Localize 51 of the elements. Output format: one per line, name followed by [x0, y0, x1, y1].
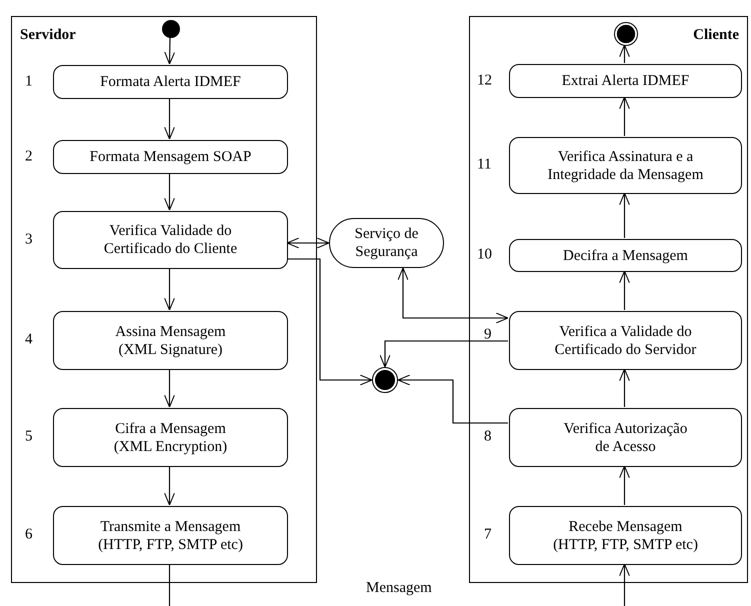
arrow	[164, 173, 175, 210]
activity-box: Cifra a Mensagem (XML Encryption)	[53, 408, 288, 467]
activity-box: Assina Mensagem (XML Signature)	[53, 311, 288, 370]
arrow	[619, 368, 630, 407]
swimlane	[11, 16, 317, 583]
arrow	[164, 369, 175, 408]
arrow	[398, 374, 508, 424]
swimlane	[469, 16, 748, 583]
step-number: 1	[25, 74, 32, 90]
step-number: 11	[477, 156, 492, 174]
activity-box: Verifica a Validade do Certificado do Servidor	[509, 311, 742, 370]
activity-box: Decifra a Mensagem	[509, 239, 742, 272]
activity-box: Formata Alerta IDMEF	[53, 65, 288, 99]
final-state	[614, 22, 638, 46]
step-number: 12	[477, 72, 492, 90]
activity-box: Extrai Alerta IDMEF	[509, 64, 742, 98]
arrow	[286, 238, 330, 248]
lane-title: Cliente	[693, 27, 739, 44]
step-number: 5	[25, 428, 32, 446]
arrow	[164, 98, 175, 140]
arrow	[619, 466, 630, 505]
message-label: Mensagem	[366, 580, 432, 597]
step-number: 9	[484, 326, 492, 344]
activity-box: Recebe Mensagem (HTTP, FTP, SMTP etc)	[509, 506, 742, 565]
step-number: 6	[25, 526, 32, 544]
initial-state	[162, 20, 180, 38]
step-number: 3	[25, 232, 32, 248]
activity-box: Verifica Assinatura e a Integridade da Mensagem	[509, 137, 742, 194]
step-number: 10	[477, 246, 492, 264]
step-number: 7	[484, 526, 492, 544]
service-node: Serviço de Segurança	[329, 218, 444, 268]
activity-box: Verifica Autorização de Acesso	[509, 408, 742, 467]
arrow	[287, 258, 372, 386]
arrow	[164, 268, 175, 310]
step-number: 4	[25, 332, 32, 348]
arrow	[619, 564, 630, 606]
arrow	[398, 268, 508, 324]
arrow	[619, 96, 630, 136]
arrow	[619, 192, 630, 238]
final-state	[372, 367, 398, 393]
step-number: 8	[484, 428, 492, 446]
arrow	[619, 44, 630, 63]
activity-box: Verifica Validade do Certificado do Cliente	[53, 211, 288, 269]
arrow	[164, 466, 175, 506]
arrow	[164, 37, 176, 64]
activity-box: Transmite a Mensagem (HTTP, FTP, SMTP etc)	[53, 506, 288, 565]
lane-title: Servidor	[20, 27, 76, 44]
arrow	[380, 340, 508, 368]
step-number: 2	[25, 148, 32, 166]
activity-box: Formata Mensagem SOAP	[53, 140, 288, 174]
arrow	[619, 270, 630, 310]
